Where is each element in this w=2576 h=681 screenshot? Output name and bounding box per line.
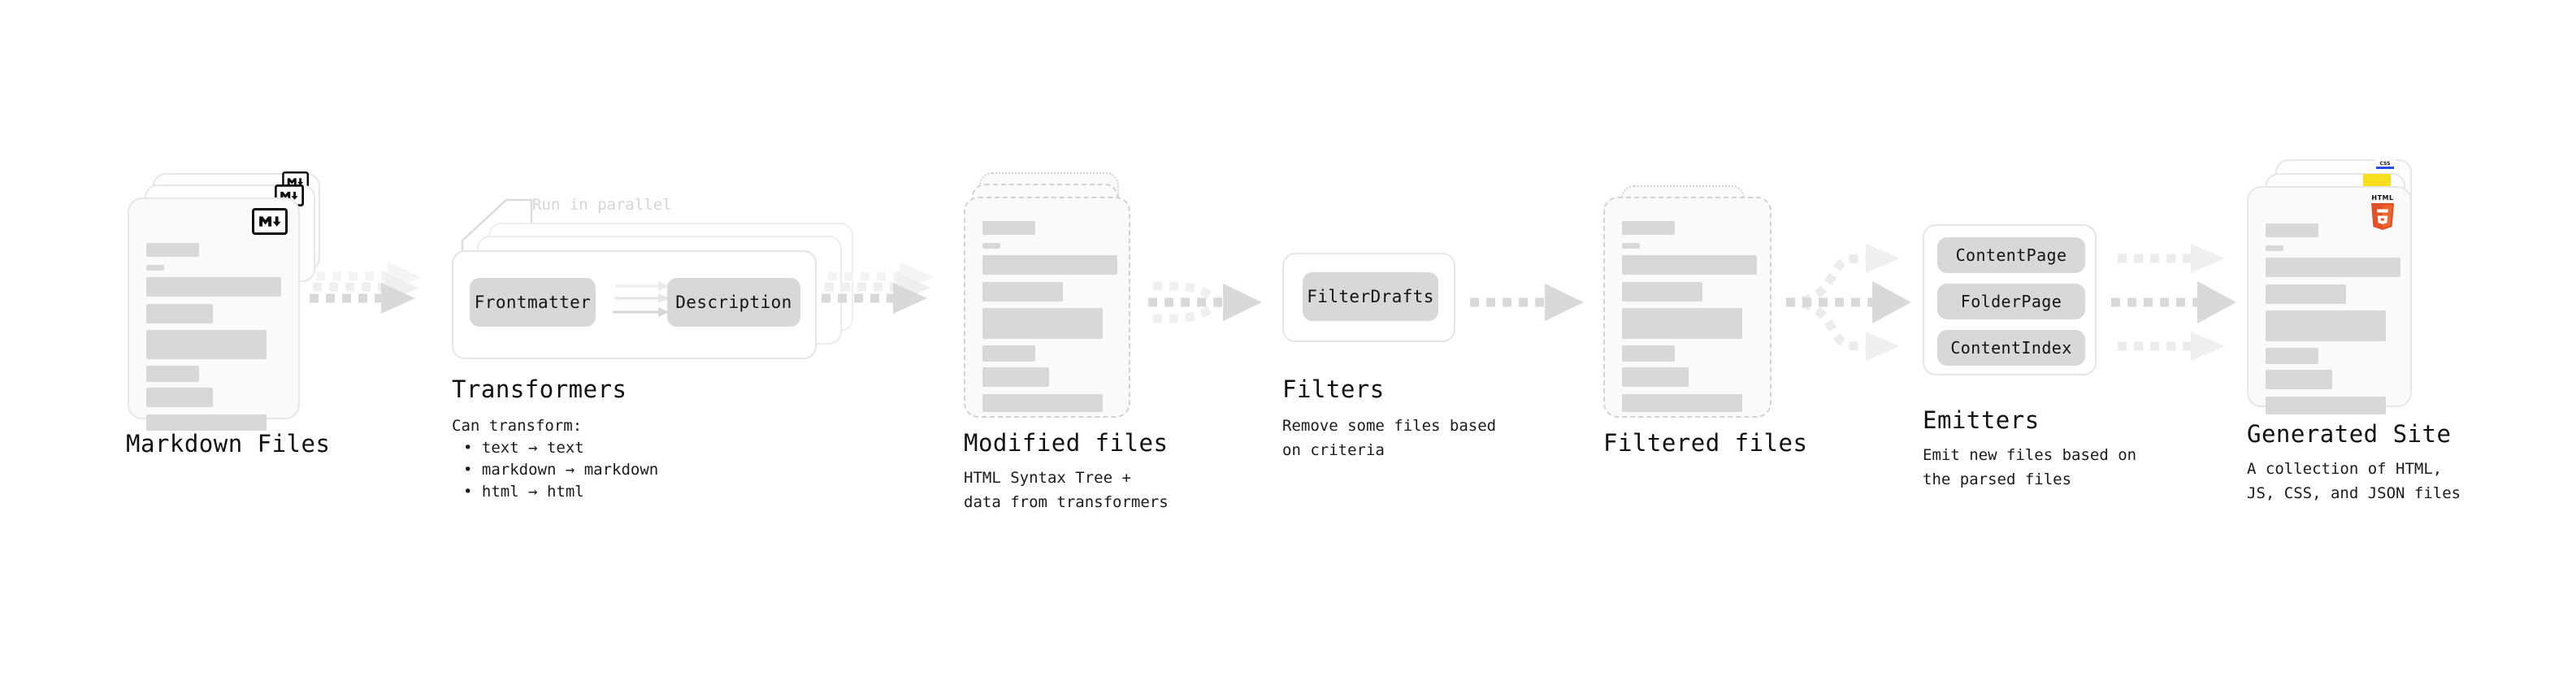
content-bar xyxy=(2266,397,2386,414)
emitter-chip-label: ContentPage xyxy=(1955,245,2067,265)
stage-title-emitters: Emitters xyxy=(1923,406,2040,434)
emitter-chip-label: ContentIndex xyxy=(1950,338,2072,358)
stage-filtered-files: Filtered files xyxy=(0,0,1807,681)
content-bar xyxy=(2266,245,2283,251)
transformer-chip-description[interactable]: Description xyxy=(667,278,800,327)
modified-files-caption: HTML Syntax Tree + data from transformer… xyxy=(964,469,1169,511)
markdown-file-card-front xyxy=(128,197,300,431)
transformers-bullet-1: • text → text xyxy=(463,439,584,457)
markdown-badge-icon xyxy=(252,208,288,235)
filter-chip-filterdrafts[interactable]: FilterDrafts xyxy=(1303,272,1438,321)
content-bar xyxy=(1622,221,1675,235)
emitter-chip-folderpage[interactable]: FolderPage xyxy=(1937,284,2085,319)
transformers-bullet-2: • markdown → markdown xyxy=(463,461,659,479)
content-bar xyxy=(146,330,267,359)
content-bar xyxy=(982,394,1103,412)
filters-caption: Remove some files based on criteria xyxy=(1282,417,1497,459)
stage-generated-site: CSS HTML xyxy=(0,0,2461,681)
content-bar xyxy=(982,367,1049,387)
content-bar xyxy=(1622,308,1742,339)
content-bar xyxy=(2266,258,2400,277)
content-bar xyxy=(146,388,213,407)
emitter-chip-label: FolderPage xyxy=(1960,292,2062,311)
svg-text:CSS: CSS xyxy=(2380,161,2391,167)
stage-emitters: ContentPage FolderPage ContentIndex Emit… xyxy=(0,0,2136,681)
stage-title-modified-files: Modified files xyxy=(964,429,1169,457)
content-bar xyxy=(1622,345,1675,362)
content-bar xyxy=(2266,223,2318,237)
content-bar xyxy=(2266,310,2386,341)
content-bar xyxy=(982,243,1000,249)
content-bar xyxy=(1622,255,1757,275)
stage-title-filtered-files: Filtered files xyxy=(1603,429,1808,457)
run-in-parallel-label: Run in parallel xyxy=(532,196,672,214)
filter-chip-label: FilterDrafts xyxy=(1307,287,1434,306)
filtered-file-card-front xyxy=(1603,197,1772,418)
filters-panel: FilterDrafts xyxy=(1282,253,1455,342)
content-bar xyxy=(982,345,1035,362)
content-bar xyxy=(2266,284,2346,304)
stage-filters: FilterDrafts Filters Remove some files b… xyxy=(0,0,1496,681)
svg-text:HTML: HTML xyxy=(2371,194,2393,202)
css3-badge-icon: CSS xyxy=(2374,159,2396,171)
emitter-chip-contentpage[interactable]: ContentPage xyxy=(1937,237,2085,273)
content-bar xyxy=(982,221,1035,235)
transformer-chip-frontmatter[interactable]: Frontmatter xyxy=(470,278,596,327)
content-bar xyxy=(146,414,267,431)
stage-transformers: Run in parallel xyxy=(0,0,861,681)
content-bar xyxy=(1622,282,1702,301)
stage-markdown-files: Markdown Files xyxy=(0,0,341,681)
emitters-panel: ContentPage FolderPage ContentIndex xyxy=(1923,224,2097,375)
stage-title-transformers: Transformers xyxy=(452,375,627,403)
content-bar xyxy=(982,308,1103,339)
content-bar xyxy=(146,265,164,271)
modified-file-card-front xyxy=(964,197,1130,418)
content-bar xyxy=(1622,243,1640,249)
content-bar xyxy=(982,255,1117,275)
stage-title-generated-site: Generated Site xyxy=(2247,420,2452,448)
transformer-chip-label: Description xyxy=(675,293,792,312)
stage-title-filters: Filters xyxy=(1282,375,1385,403)
emitter-chip-contentindex[interactable]: ContentIndex xyxy=(1937,330,2085,366)
content-bar xyxy=(982,282,1063,301)
transformers-caption: Can transform: xyxy=(452,417,583,435)
transformer-chip-label: Frontmatter xyxy=(474,293,592,312)
content-bar xyxy=(2266,348,2318,364)
content-bar xyxy=(2266,370,2332,389)
connector-modified-to-filters xyxy=(1148,281,1262,323)
connector-emitters-to-site xyxy=(2111,244,2236,361)
html5-badge-icon: HTML xyxy=(2366,193,2399,232)
content-bar xyxy=(146,366,199,382)
emitters-caption: Emit new files based on the parsed files xyxy=(1923,446,2137,488)
transformers-bullet-3: • html → html xyxy=(463,483,584,501)
stage-title-markdown-files: Markdown Files xyxy=(126,430,331,458)
content-bar xyxy=(146,277,281,297)
stage-modified-files: Modified files HTML Syntax Tree + data f… xyxy=(0,0,1169,681)
content-bar xyxy=(146,304,213,323)
transformers-panel-front: Frontmatter Description xyxy=(452,250,817,359)
content-bar xyxy=(146,243,199,257)
content-bar xyxy=(1622,394,1742,412)
connector-filtered-to-emitters xyxy=(1785,244,1911,361)
generated-site-caption: A collection of HTML, JS, CSS, and JSON … xyxy=(2247,460,2461,502)
site-file-card-front: HTML xyxy=(2247,186,2412,414)
connector-filters-to-filtered xyxy=(1470,284,1584,321)
content-bar xyxy=(1622,367,1689,387)
